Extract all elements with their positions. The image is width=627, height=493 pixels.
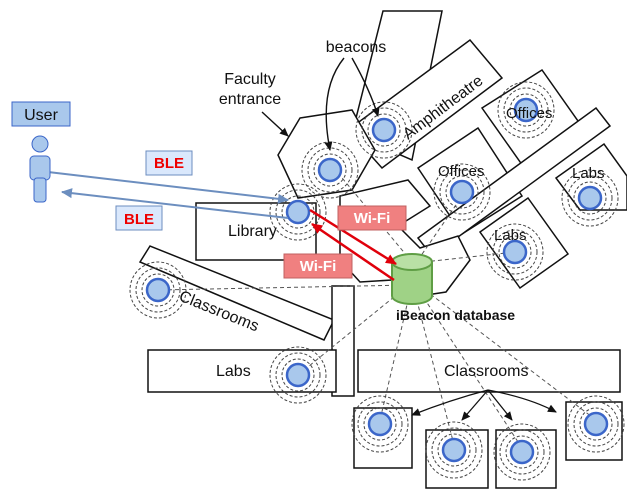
- beacon-icon: [497, 81, 555, 139]
- wifi-arrow-to-library: [311, 222, 395, 282]
- beacon-icon: [433, 163, 491, 221]
- beacons-label: beacons: [326, 39, 387, 56]
- beacon-icon: [567, 395, 625, 453]
- user-icon: User: [11, 101, 71, 203]
- svg-text:BLE: BLE: [154, 155, 184, 172]
- offices-label-right: Offices: [506, 105, 552, 122]
- db-dashed-links: [157, 166, 597, 449]
- beacon-icon: [301, 141, 359, 199]
- beacons: [129, 81, 625, 481]
- beacon-icon: [486, 223, 544, 281]
- wifi-arrows: [309, 208, 397, 282]
- ble-arrows: [47, 171, 289, 219]
- ble-arrow-to-beacon: [47, 171, 289, 204]
- classrooms-bottom-label: Classrooms: [444, 363, 528, 380]
- building-labs-mid: [478, 196, 570, 290]
- labs-label-right: Labs: [572, 165, 605, 182]
- ble-arrow-to-user: [61, 188, 289, 219]
- labs-label-mid: Labs: [494, 227, 527, 244]
- database-label: iBeacon database: [396, 307, 515, 323]
- beacon-icon: [351, 395, 409, 453]
- svg-text:Wi-Fi: Wi-Fi: [300, 258, 337, 275]
- beacon-icon: [493, 423, 551, 481]
- classrooms-arrows: [411, 389, 557, 421]
- svg-text:BLE: BLE: [124, 211, 154, 228]
- beacon-icon: [129, 261, 187, 319]
- faculty-label-line1: Faculty: [224, 71, 276, 88]
- library-label: Library: [228, 223, 277, 240]
- building-amphitheatre: [351, 10, 443, 162]
- faculty-label-line2: entrance: [219, 91, 281, 108]
- beacon-icon: [269, 346, 327, 404]
- labs-left-label: Labs: [216, 363, 251, 380]
- beacon-icon: [355, 101, 413, 159]
- ble-tag-bottom: BLE: [115, 205, 163, 231]
- user-label: User: [24, 107, 58, 124]
- pointer-arrows: [261, 57, 380, 151]
- ble-tag-top: BLE: [145, 150, 193, 176]
- corridor-vertical: [331, 285, 355, 397]
- wifi-arrow-to-db: [309, 208, 397, 266]
- database-icon: [391, 253, 433, 305]
- beacon-icon: [561, 169, 619, 227]
- beacon-icon: [269, 183, 327, 241]
- svg-text:Wi-Fi: Wi-Fi: [354, 210, 391, 227]
- offices-label-center: Offices: [438, 163, 484, 180]
- building-classrooms-bottom: [357, 349, 621, 393]
- wifi-tag-bottom: Wi-Fi: [283, 253, 353, 279]
- wifi-tag-top: Wi-Fi: [337, 205, 407, 231]
- beacon-icon: [425, 421, 483, 479]
